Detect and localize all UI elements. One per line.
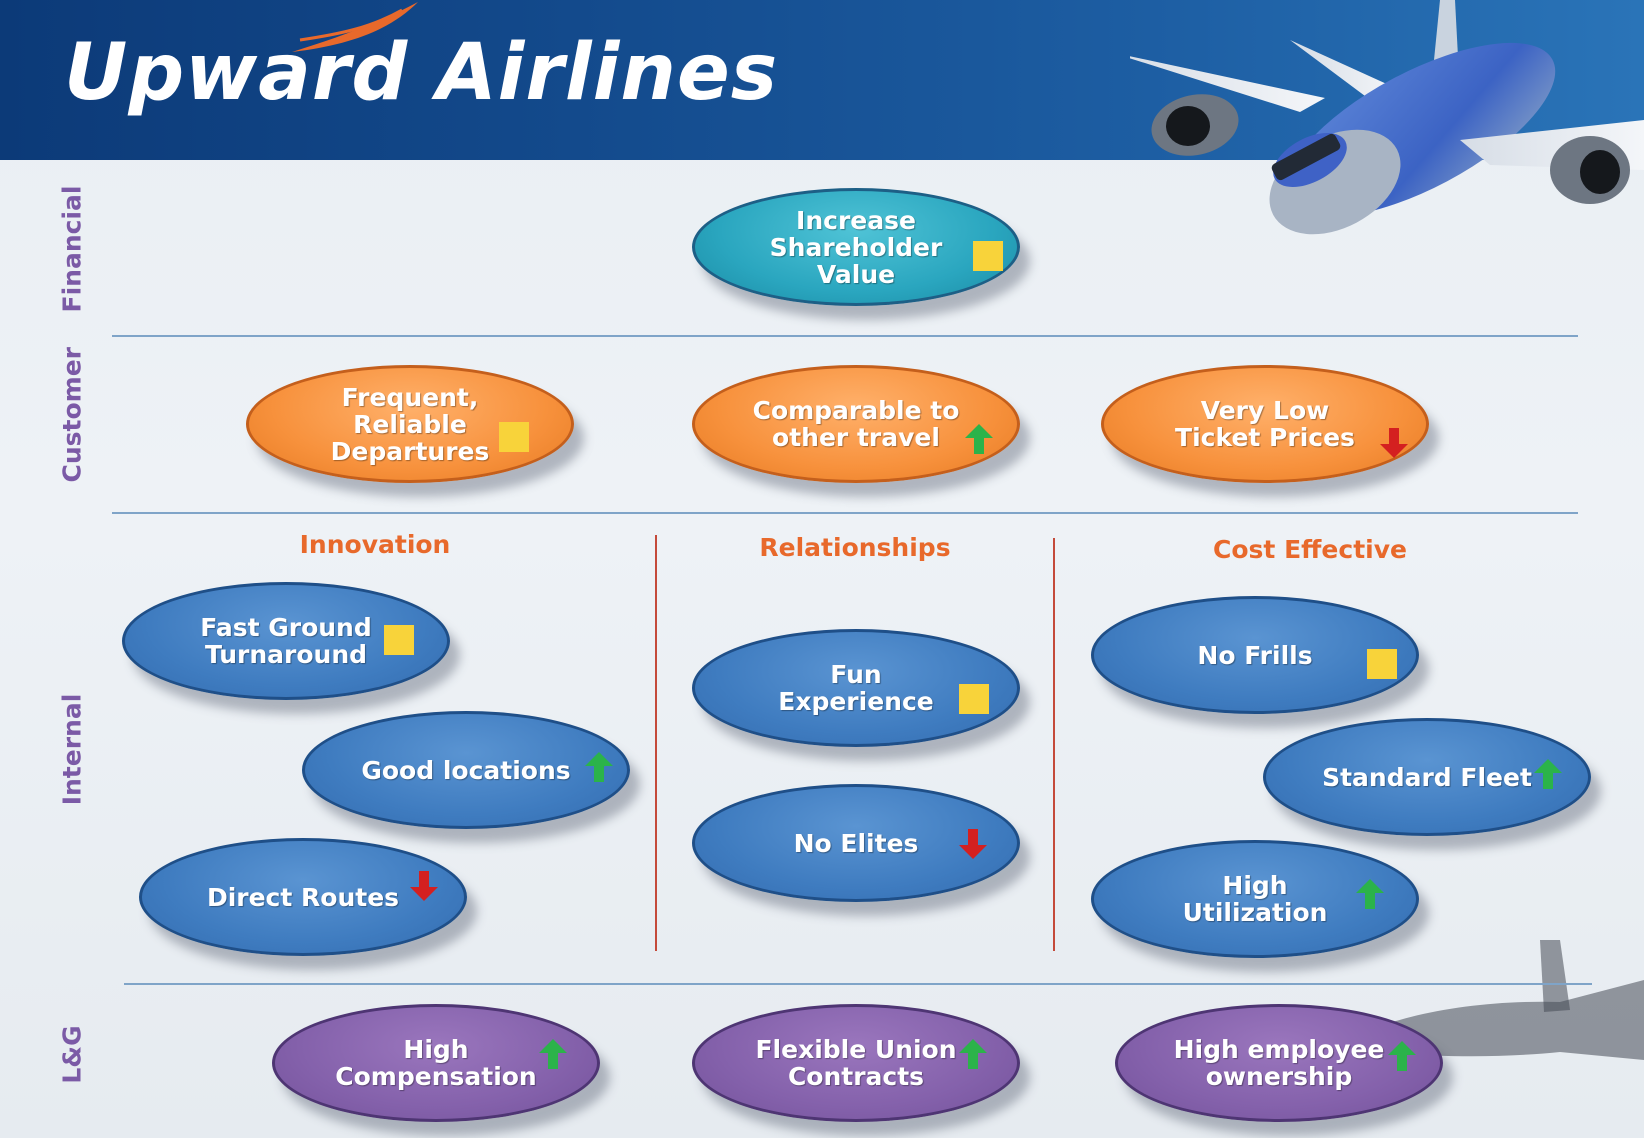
status-up-arrow-icon: [959, 1039, 987, 1069]
status-square-icon: [384, 625, 414, 655]
divider-innovation-relationships: [655, 535, 657, 951]
status-square-icon: [959, 684, 989, 714]
status-square-icon: [499, 422, 529, 452]
column-heading-cost-effective: Cost Effective: [1213, 535, 1407, 564]
page-title: Upward Airlines: [64, 28, 779, 118]
status-up-arrow-icon: [1388, 1041, 1416, 1071]
objective-label: Very Low Ticket Prices: [1175, 396, 1355, 452]
objective-label: Fun Experience: [778, 660, 934, 716]
status-up-arrow-icon: [539, 1039, 567, 1069]
status-down-arrow-icon: [1380, 428, 1408, 458]
divider-relationships-cost: [1053, 538, 1055, 951]
status-up-arrow-icon: [585, 752, 613, 782]
status-square-icon: [1367, 649, 1397, 679]
objective-label: Good locations: [361, 755, 571, 785]
objective-fast-ground-turnaround[interactable]: Fast Ground Turnaround: [122, 582, 450, 700]
objective-high-employee-ownership[interactable]: High employee ownership: [1115, 1004, 1443, 1122]
divider-financial-customer: [112, 335, 1578, 337]
objective-label: Comparable to other travel: [752, 396, 960, 452]
objective-frequent-reliable-departures[interactable]: Frequent, Reliable Departures: [246, 365, 574, 483]
objective-standard-fleet[interactable]: Standard Fleet: [1263, 718, 1591, 836]
status-up-arrow-icon: [1356, 879, 1384, 909]
row-label-lg: L&G: [57, 1025, 87, 1084]
column-heading-relationships: Relationships: [759, 533, 951, 562]
objective-high-compensation[interactable]: High Compensation: [272, 1004, 600, 1122]
row-label-financial: Financial: [57, 185, 87, 313]
objective-increase-shareholder-value[interactable]: Increase Shareholder Value: [692, 188, 1020, 306]
status-square-icon: [973, 241, 1003, 271]
logo-swoosh-icon: [292, 2, 418, 52]
row-label-internal: Internal: [57, 693, 87, 806]
column-heading-innovation: Innovation: [299, 530, 451, 559]
objective-label: High employee ownership: [1173, 1035, 1385, 1091]
objective-fun-experience[interactable]: Fun Experience: [692, 629, 1020, 747]
objective-label: Increase Shareholder Value: [769, 205, 943, 289]
objective-label: High Utilization: [1182, 871, 1328, 927]
objective-no-frills[interactable]: No Frills: [1091, 596, 1419, 714]
objective-very-low-ticket-prices[interactable]: Very Low Ticket Prices: [1101, 365, 1429, 483]
objective-label: Standard Fleet: [1322, 762, 1532, 792]
objective-label: Fast Ground Turnaround: [200, 613, 372, 669]
objective-comparable-to-other-travel[interactable]: Comparable to other travel: [692, 365, 1020, 483]
divider-internal-lg: [124, 983, 1592, 985]
objective-good-locations[interactable]: Good locations: [302, 711, 630, 829]
objective-label: High Compensation: [335, 1035, 537, 1091]
status-up-arrow-icon: [1534, 759, 1562, 789]
objective-label: No Frills: [1197, 640, 1313, 670]
airplane-icon: [1130, 0, 1644, 235]
objective-label: Flexible Union Contracts: [755, 1035, 957, 1091]
objective-label: No Elites: [793, 828, 919, 858]
objective-label: Frequent, Reliable Departures: [330, 382, 490, 466]
objective-direct-routes[interactable]: Direct Routes: [139, 838, 467, 956]
airplane-shadow: [1370, 940, 1644, 1060]
divider-customer-internal: [112, 512, 1578, 514]
objective-label: Direct Routes: [206, 882, 400, 912]
status-down-arrow-icon: [410, 871, 438, 901]
row-label-customer: Customer: [57, 347, 87, 483]
status-up-arrow-icon: [965, 424, 993, 454]
objective-high-utilization[interactable]: High Utilization: [1091, 840, 1419, 958]
objective-no-elites[interactable]: No Elites: [692, 784, 1020, 902]
status-down-arrow-icon: [959, 829, 987, 859]
objective-flexible-union-contracts[interactable]: Flexible Union Contracts: [692, 1004, 1020, 1122]
